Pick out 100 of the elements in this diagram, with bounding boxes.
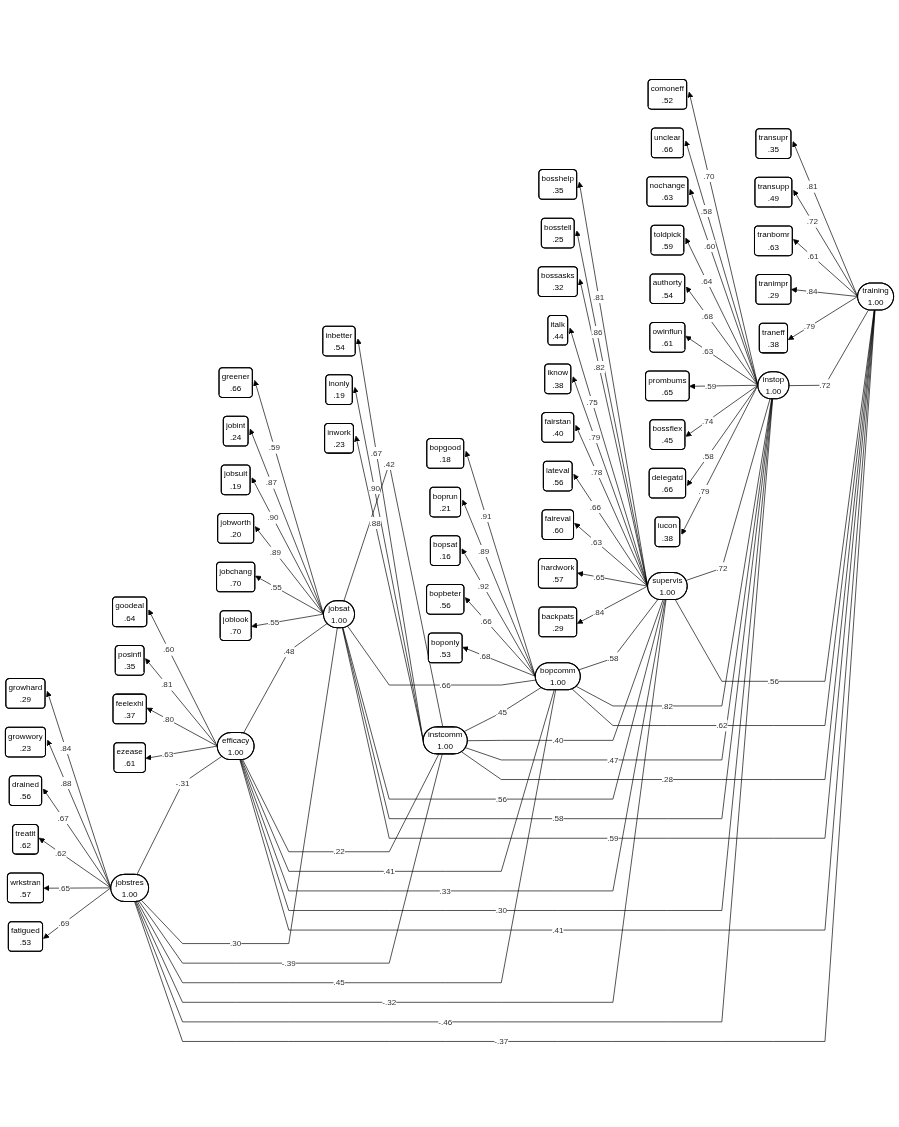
- connector: [342, 599, 665, 800]
- connector: [467, 599, 664, 742]
- connector: [138, 753, 443, 964]
- connector: [240, 599, 666, 892]
- edge-label: .81: [593, 292, 605, 302]
- edge-label: .91: [480, 511, 492, 521]
- edge-label: .42: [383, 459, 395, 469]
- edge-label: .30: [495, 905, 507, 916]
- connector: [135, 599, 667, 1003]
- edge-label: .90: [267, 512, 279, 523]
- edge-label: .84: [593, 607, 605, 617]
- connector: [136, 755, 223, 876]
- edge-label: .92: [477, 581, 489, 591]
- edge-label: .60: [704, 241, 716, 251]
- edge-label: .33: [439, 886, 451, 896]
- connector: [578, 599, 659, 671]
- edge-label: .30: [230, 938, 242, 949]
- edge-label: .79: [803, 321, 815, 332]
- edge-label: .70: [703, 171, 715, 181]
- edge-label: .65: [58, 883, 71, 893]
- edge-label: .90: [368, 483, 380, 493]
- edge-label: .45: [333, 978, 345, 988]
- edge-label: .55: [270, 582, 282, 593]
- edge-label: .80: [162, 714, 175, 725]
- edge-label: .68: [479, 651, 491, 661]
- edge-label: .82: [661, 701, 674, 711]
- edge-label: .56: [767, 676, 780, 687]
- edge-label: -.46: [438, 1017, 453, 1027]
- edge-label: .72: [819, 380, 831, 390]
- edge-label: .55: [268, 617, 280, 628]
- edge-label: .63: [590, 537, 603, 547]
- edge-label: .66: [439, 680, 451, 690]
- edge-label: .66: [589, 502, 602, 512]
- edge-label: .89: [478, 546, 490, 556]
- edge-label: .78: [590, 467, 603, 477]
- edge-label: -.37: [494, 1036, 509, 1047]
- edge-label: .63: [701, 346, 714, 356]
- edge-label: .81: [161, 679, 173, 690]
- edge-label: .88: [369, 518, 381, 528]
- edge-label: .22: [333, 847, 345, 857]
- edge-label: .28: [661, 774, 674, 785]
- edge-label: -.31: [175, 778, 190, 788]
- connector: [463, 687, 542, 732]
- edge-label: .65: [593, 572, 605, 582]
- edge-label: .72: [716, 563, 728, 573]
- edge-label: .86: [591, 327, 603, 337]
- edge-label: .41: [552, 925, 564, 935]
- edge-label: .87: [265, 477, 277, 488]
- connector: [465, 398, 773, 761]
- edge-label: .89: [269, 547, 282, 558]
- edge-label: .59: [607, 833, 619, 843]
- edge-label: .63: [162, 749, 174, 760]
- connector: [242, 753, 440, 853]
- edge-label: .58: [700, 206, 713, 216]
- connector: [141, 627, 338, 944]
- connector: [134, 310, 876, 1042]
- edge-label: .59: [268, 442, 281, 453]
- edge-label: .75: [586, 397, 598, 407]
- edge-label: .81: [806, 181, 818, 192]
- connector: [788, 309, 869, 386]
- connector: [342, 398, 773, 820]
- connector: [675, 310, 875, 682]
- edge-label: .66: [480, 616, 492, 626]
- connector: [461, 310, 875, 780]
- connector: [239, 310, 876, 931]
- edge-label: .82: [593, 362, 605, 372]
- edge-label: -.32: [382, 997, 397, 1008]
- edge-label: .79: [588, 432, 601, 442]
- edge-label: .40: [552, 735, 564, 746]
- connector: [576, 398, 772, 707]
- connector: [137, 689, 556, 984]
- connector: [240, 398, 773, 911]
- connector: [685, 398, 771, 581]
- edge-label: .67: [370, 448, 383, 458]
- connector: [243, 623, 328, 734]
- edge-label: .88: [60, 778, 72, 788]
- edge-label: .58: [702, 451, 714, 461]
- edge-label: .72: [806, 216, 819, 227]
- edge-label: .84: [59, 743, 72, 753]
- edge-label: .59: [705, 381, 717, 391]
- edge-label: .64: [701, 276, 713, 286]
- edge-label: .62: [716, 720, 728, 731]
- connector: [135, 398, 773, 1023]
- edge-label: .61: [807, 251, 819, 262]
- connector: [342, 310, 875, 839]
- edge-label: .56: [495, 794, 507, 804]
- edge-label: .68: [701, 311, 714, 321]
- edge-label: .84: [806, 286, 818, 297]
- edge-label: .74: [701, 416, 714, 426]
- edge-label: .58: [552, 813, 564, 824]
- edge-label: .47: [607, 755, 619, 765]
- edge-label: .67: [57, 813, 69, 823]
- edge-label: .41: [383, 866, 395, 877]
- edge-label: .45: [495, 707, 507, 718]
- edge-label: -.39: [281, 958, 296, 968]
- connector: [571, 310, 875, 726]
- edge-label: .48: [283, 646, 295, 656]
- edge-label: .69: [58, 918, 70, 928]
- edge-label: .60: [163, 644, 175, 655]
- connector: [347, 626, 537, 686]
